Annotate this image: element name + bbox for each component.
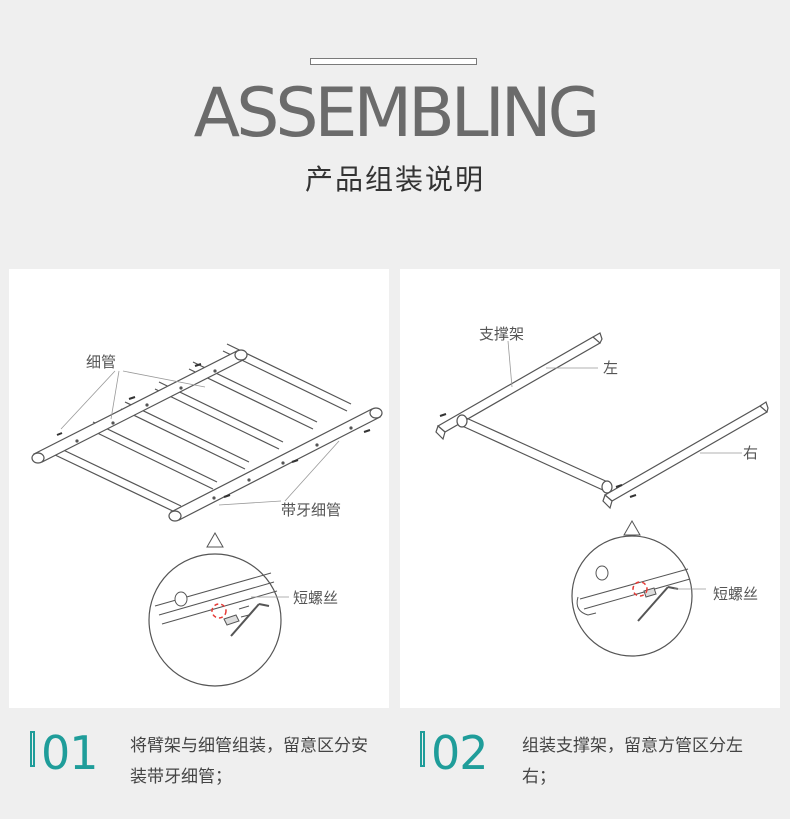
label-thin-tube: 细管	[86, 353, 117, 371]
step-1-illustration: 细管 带牙细管 短螺丝	[9, 269, 389, 708]
title-decoration-bar	[310, 58, 477, 65]
step-2-illustration: 支撑架 左 右 短螺丝	[400, 269, 780, 708]
step-1-description: 将臂架与细管组装，留意区分安装带牙细管；	[130, 736, 368, 787]
label-support-frame: 支撑架	[479, 325, 525, 343]
label-short-screw-2: 短螺丝	[713, 585, 759, 603]
step-number-marker-icon	[420, 731, 425, 767]
step-1-number: 01	[30, 728, 99, 778]
step-2-description: 组装支撑架，留意方管区分左右；	[522, 736, 743, 787]
support-frame-drawing	[435, 332, 769, 657]
step-number-marker-icon	[30, 731, 35, 767]
step-2-number: 02	[420, 728, 489, 778]
rack-assembly-drawing	[31, 343, 383, 687]
page-subtitle: 产品组装说明	[304, 163, 485, 196]
page-title: ASSEMBLING	[193, 74, 601, 153]
label-right: 右	[743, 444, 759, 462]
label-short-screw: 短螺丝	[293, 589, 339, 607]
label-left: 左	[603, 359, 619, 377]
label-threaded-tube: 带牙细管	[281, 501, 342, 519]
